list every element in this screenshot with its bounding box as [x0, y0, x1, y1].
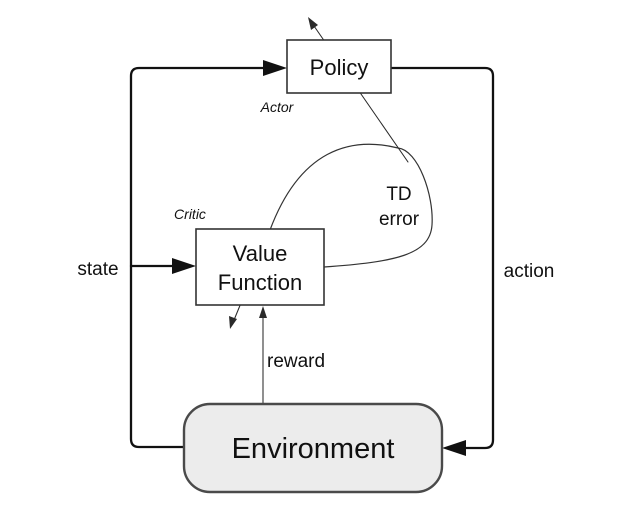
td-label-line2: error: [379, 209, 420, 230]
arrowhead-into-value-function: [172, 258, 196, 274]
actor-label: Actor: [260, 99, 295, 115]
value-update-arrowhead: [229, 316, 237, 329]
reward-label: reward: [267, 351, 325, 372]
environment-box: [182, 402, 444, 494]
policy-update-arrowhead: [308, 17, 318, 30]
critic-label: Critic: [174, 206, 206, 222]
value-function-box: [195, 228, 325, 306]
state-label: state: [77, 259, 118, 280]
policy-label: Policy: [310, 55, 369, 80]
arrowhead-reward: [259, 306, 267, 318]
state-edge-to-policy: [129, 66, 268, 449]
action-label: action: [504, 261, 555, 282]
value-function-label-line2: Function: [218, 270, 302, 295]
action-edge: [390, 66, 495, 450]
arrowhead-into-policy: [263, 60, 287, 76]
td-error-curve: [269, 143, 433, 268]
arrowhead-into-environment: [442, 440, 466, 456]
td-label-line1: TD: [386, 184, 411, 205]
policy-box: [286, 39, 392, 94]
value-function-label-line1: Value: [233, 241, 288, 266]
environment-label: Environment: [232, 433, 395, 465]
